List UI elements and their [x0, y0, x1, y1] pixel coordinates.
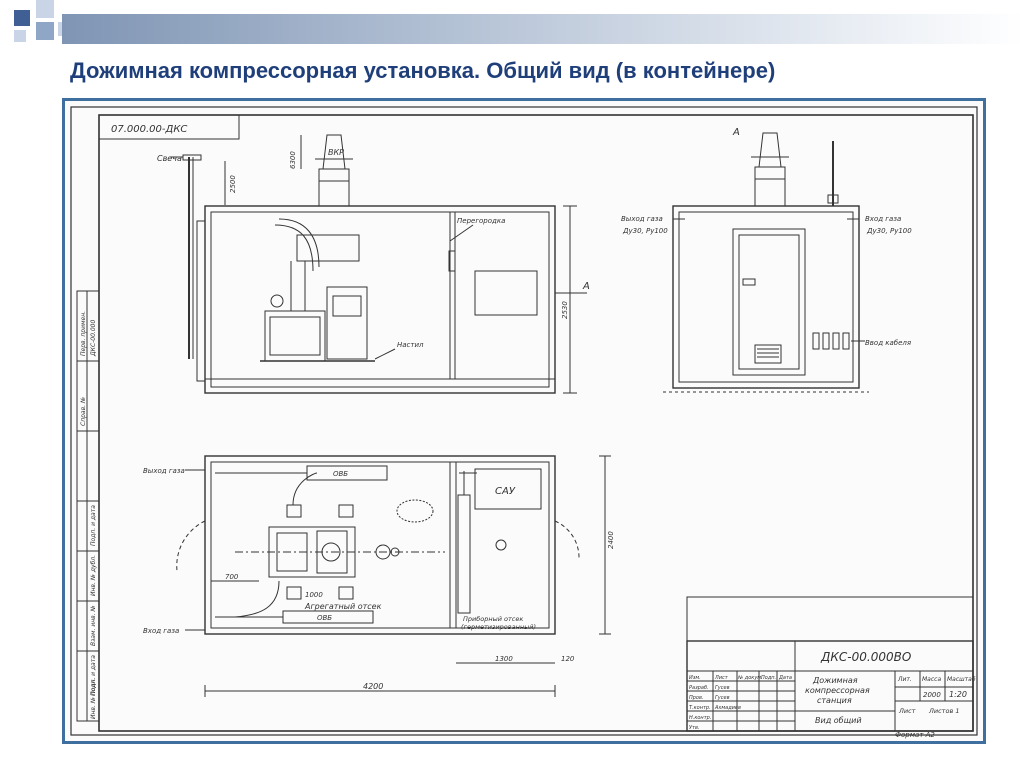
scale-value: 1:20 [949, 690, 967, 699]
side-stamp-text: Инв. № дубл. [90, 555, 97, 596]
signer-name: Ахмадиев [714, 705, 741, 711]
top-stamp: 07.000.00-ДКС [98, 114, 240, 140]
sheet-border [70, 106, 978, 736]
agregatny-label: Агрегатный отсек [304, 602, 382, 611]
oval-grille [396, 499, 434, 523]
side-stamp-text: Подп. и дата [90, 655, 97, 696]
receiver-tank [296, 234, 360, 262]
peregorodka-label: Перегородка [457, 217, 505, 225]
dim-1300: 1300 [495, 655, 513, 663]
compressor-motor [264, 310, 326, 362]
dim-4200: 4200 [363, 682, 383, 691]
dim-120: 120 [561, 655, 575, 663]
signer-col: № докум. [737, 675, 763, 681]
ovb-label-bottom: ОВБ [317, 614, 332, 622]
vvod-kabelya-label: Ввод кабеля [865, 339, 911, 347]
compressor-unit [326, 286, 368, 360]
revision-box [686, 596, 974, 642]
instrument-column [457, 494, 471, 614]
drawing-frame: Перв. примен. ДКС-00.000 Справ. № Подп. … [62, 98, 986, 744]
view-a-marker: А [582, 281, 590, 292]
col-scale: Масштаб [947, 676, 976, 683]
side-elevation-view: ВКР Свеча Перегородка Настил 2500 6300 [157, 134, 590, 394]
vent-body [318, 168, 350, 207]
vhod-gaza-plan-label: Вход газа [143, 627, 179, 635]
row-label: Изм. [689, 675, 701, 681]
title-name-3: станция [817, 696, 852, 705]
door-swing-right [554, 520, 580, 560]
side-stamp-text: Подп. и дата [90, 505, 97, 546]
vhod-gaza-label: Вход газа [865, 215, 901, 223]
sheets-label: Листов 1 [928, 707, 959, 715]
dim-2500: 2500 [229, 175, 237, 193]
dim-1000: 1000 [305, 591, 323, 599]
plan-outline [204, 455, 556, 635]
side-stamp-column: Перв. примен. ДКС-00.000 Справ. № Подп. … [76, 290, 100, 722]
svecha-label: Свеча [157, 154, 182, 163]
title-name-sub: Вид общий [815, 716, 862, 725]
vkr-label: ВКР [328, 148, 344, 157]
vyhod-gaza-label: Выход газа [621, 215, 663, 223]
row-label: Т.контр. [689, 705, 711, 711]
door [732, 228, 806, 376]
sau-panel [474, 270, 538, 316]
inner-border [98, 114, 974, 732]
side-stamp-text: Взам. инв. № [90, 605, 97, 646]
title-name-1: Дожимная [812, 676, 858, 685]
signer-col: Дата [778, 675, 792, 681]
header-gradient-bar [62, 14, 1024, 44]
decor-square [36, 22, 54, 40]
decor-square [36, 0, 54, 18]
priborny-label-2: (герметизированный) [461, 623, 536, 631]
signer-col: Подп. [761, 675, 776, 681]
door-swing-left [176, 520, 206, 572]
title-block: ДКС-00.000ВО Дожимная компрессорная стан… [686, 596, 976, 739]
container-inner [210, 211, 550, 388]
priborny-label: Приборный отсек [463, 615, 523, 623]
col-mass: Масса [922, 676, 941, 683]
decor-square [14, 30, 26, 42]
dim-700: 700 [225, 573, 239, 581]
dy-left-label: Ду30, Ру100 [622, 227, 668, 235]
signer-col: Лист [714, 675, 729, 681]
row-label: Н.контр. [689, 715, 711, 721]
dy-right-label: Ду30, Ру100 [866, 227, 912, 235]
header-band [0, 0, 1024, 52]
signer-name: Гусев [715, 685, 730, 691]
sau-label: САУ [495, 486, 516, 497]
top-stamp-text: 07.000.00-ДКС [111, 124, 187, 135]
title-name-2: компрессорная [805, 686, 870, 695]
door-louver [754, 344, 782, 364]
side-stamp-text: Справ. № [80, 397, 87, 426]
dim-2530: 2530 [561, 301, 569, 319]
side-stamp-text: Перв. примен. [80, 311, 87, 356]
container-outline [204, 205, 556, 394]
vent-cap [322, 134, 346, 170]
slide-title: Дожимная компрессорная установка. Общий … [70, 58, 776, 83]
vyhod-gaza-plan-label: Выход газа [143, 467, 185, 475]
technical-drawing: Перв. примен. ДКС-00.000 Справ. № Подп. … [70, 106, 978, 739]
plan-view: ОВБ ОВБ САУ Агрегатный отсек Приборный о… [143, 455, 615, 697]
dim-6300: 6300 [289, 151, 297, 169]
sheet-label: Лист [898, 707, 916, 715]
title-code: ДКС-00.000ВО [820, 650, 911, 664]
row-label: Утв. [689, 725, 700, 731]
dim-2400: 2400 [607, 531, 615, 549]
row-label: Разраб. [689, 685, 709, 691]
cable-entries [812, 332, 850, 350]
sau-cabinet [474, 468, 542, 510]
nastil-label: Настил [397, 341, 424, 349]
signer-name: Гусев [715, 695, 730, 701]
ovb-label-top: ОВБ [333, 470, 348, 478]
side-stamp-text: Инв. № подл. [90, 678, 97, 719]
mass-value: 2000 [923, 691, 941, 699]
end-container-outline [672, 205, 860, 389]
col-lit: Лит. [897, 676, 912, 683]
side-stamp-text: ДКС-00.000 [90, 320, 97, 357]
view-a-title: А [732, 127, 740, 138]
end-view-a: А Выход газа Ду30, Ру100 Вход газа Ду30, [621, 127, 912, 393]
decor-square [14, 10, 30, 26]
format-label: Формат А2 [895, 731, 935, 739]
row-label: Пров. [689, 695, 704, 701]
